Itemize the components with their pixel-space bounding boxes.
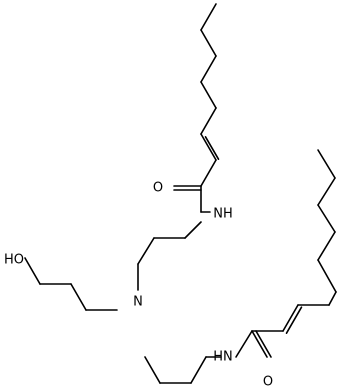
upper-alkyl-chain xyxy=(200,3,220,187)
amide-nh-lower-label: HN xyxy=(213,350,233,365)
lower-amide-group xyxy=(235,330,284,358)
hydroxyl-label: HO xyxy=(4,253,24,268)
amide-nh-upper-label: NH xyxy=(213,207,233,222)
hydroxypropyl-branch xyxy=(24,257,118,311)
amide-oxygen-upper-label: O xyxy=(153,181,163,196)
tertiary-nitrogen-label: N xyxy=(133,295,143,310)
lower-alkyl-chain xyxy=(282,149,337,335)
central-backbone xyxy=(137,221,222,384)
amide-oxygen-lower-label: O xyxy=(263,375,273,390)
upper-amide-group xyxy=(173,185,211,213)
